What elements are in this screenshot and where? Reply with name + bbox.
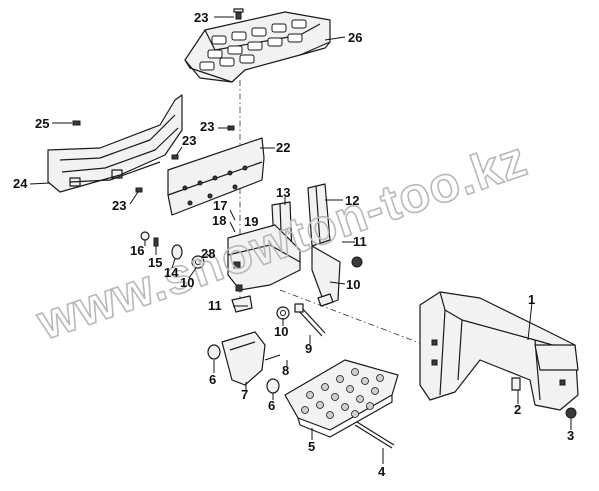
callout-11: 11 (208, 298, 222, 313)
callout-23-lower: 23 (112, 198, 126, 213)
callout-19: 17 (213, 198, 227, 213)
callout-10-upper: 10 (180, 275, 194, 290)
hinge-bracket-part-7 (221, 331, 266, 386)
callout-5: 5 (308, 439, 315, 454)
bushing-part-16 (171, 244, 183, 260)
step-plate-part-5 (284, 359, 399, 438)
callout-6-right: 6 (268, 398, 275, 413)
bolt-part-23-a (227, 125, 235, 131)
callout-18: 16 (130, 243, 144, 258)
callout-16: 14 (164, 265, 179, 280)
callout-23-top: 23 (200, 119, 214, 134)
callout-13: 11 (353, 234, 367, 249)
nut-part-10-b (276, 306, 290, 320)
callout-4: 4 (378, 464, 386, 479)
callout-10-lower: 10 (274, 324, 288, 339)
callout-labels: 23 26 25 23 23 22 24 13 12 23 17 18 19 1… (13, 10, 574, 479)
mounting-plate-part-22 (167, 137, 265, 216)
callout-1: 1 (528, 292, 535, 307)
callout-8: 8 (282, 363, 289, 378)
nut-part-13 (351, 256, 363, 268)
callout-6-left: 6 (209, 372, 216, 387)
leader-lines (29, 16, 572, 464)
bolt-part-2 (511, 377, 521, 391)
side-guard-panel-part-24 (47, 94, 183, 193)
callout-17: 15 (148, 255, 162, 270)
callout-2: 2 (514, 402, 521, 417)
callout-28: 28 (201, 246, 215, 261)
bolt-part-27 (233, 8, 244, 20)
callout-23-middle: 23 (182, 133, 196, 148)
bracket-part-14 (307, 183, 341, 306)
callout-12: 10 (346, 277, 360, 292)
callout-26: 26 (348, 30, 362, 45)
center-bracket-assembly (227, 224, 301, 292)
bushing-part-6-a (207, 344, 221, 360)
bolt-part-25 (72, 120, 81, 126)
pin-part-8 (264, 354, 281, 361)
callout-7: 7 (241, 387, 248, 402)
callout-22: 22 (276, 140, 290, 155)
callout-3: 3 (567, 428, 574, 443)
callout-24: 24 (13, 176, 28, 191)
bolt-part-9 (294, 303, 326, 337)
clip-part-11 (231, 295, 253, 313)
callout-15: 13 (276, 185, 290, 200)
frame-bracket-part-1 (419, 291, 579, 411)
nut-part-3 (565, 407, 577, 419)
callout-20: 18 (212, 213, 226, 228)
pin-part-4 (354, 421, 395, 449)
bushing-part-6-b (266, 378, 280, 394)
callout-9: 9 (305, 341, 312, 356)
callout-27: 23 (194, 10, 208, 25)
footrest-grate-part-26 (184, 11, 331, 83)
callout-25: 25 (35, 116, 49, 131)
bolt-part-23-b (171, 154, 179, 160)
callout-14: 12 (345, 193, 359, 208)
pin-part-17 (153, 237, 159, 247)
washer-part-18 (140, 231, 150, 241)
nut-part-10-a (191, 255, 205, 269)
shaft-part-12 (279, 289, 426, 346)
callout-21: 19 (244, 214, 258, 229)
bolt-part-23-c (135, 187, 143, 193)
